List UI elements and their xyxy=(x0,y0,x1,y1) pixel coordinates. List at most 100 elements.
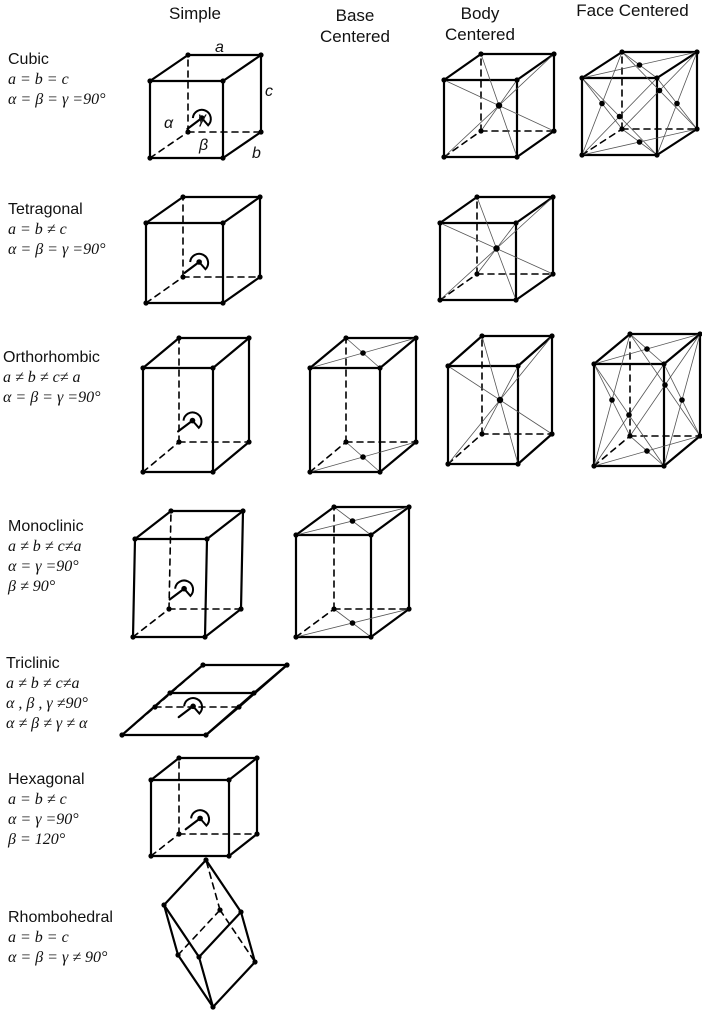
corner-atom xyxy=(200,662,206,668)
base-center-atom xyxy=(349,518,356,524)
angle-axis-line xyxy=(177,419,194,433)
cell-edge xyxy=(438,195,479,225)
corner-atom xyxy=(196,954,202,960)
face-center-atom xyxy=(674,100,680,107)
cell-edge xyxy=(133,509,173,541)
corner-atom xyxy=(180,194,186,200)
corner-atom xyxy=(167,690,173,696)
corner-atom xyxy=(406,606,412,612)
hidden-edge xyxy=(150,833,180,857)
cell-edge xyxy=(205,509,245,541)
angle-axis-line xyxy=(186,116,203,130)
cell-edge xyxy=(308,336,348,370)
system-param-line: β = 120° xyxy=(8,831,66,848)
corner-atom xyxy=(185,52,191,58)
system-param-line: β ≠ 90° xyxy=(8,578,56,595)
cell-edge xyxy=(515,52,556,82)
corner-atom xyxy=(654,75,660,81)
corner-atom xyxy=(694,126,700,132)
system-param-line: a ≠ b ≠ c≠ a xyxy=(3,369,81,386)
corner-atom xyxy=(513,220,519,226)
header-base-centered: Base Centered xyxy=(300,5,410,47)
corner-atom xyxy=(254,755,260,761)
corner-atom xyxy=(551,128,557,134)
cell-edge xyxy=(204,858,243,914)
corner-atom xyxy=(474,194,480,200)
cell-edge xyxy=(369,607,411,639)
corner-atom xyxy=(204,536,210,542)
corner-atom xyxy=(140,469,146,475)
corner-atom xyxy=(252,959,258,965)
cell-edge xyxy=(294,505,336,537)
cell-edge xyxy=(515,129,556,159)
corner-atom xyxy=(238,606,244,612)
corner-atom xyxy=(515,363,521,369)
corner-atom xyxy=(220,220,226,226)
axis-label-gamma: γ xyxy=(198,110,207,127)
corner-atom xyxy=(180,274,186,280)
corner-atom xyxy=(406,504,412,510)
orthorhombic-simple-cell xyxy=(140,335,252,475)
cell-edge xyxy=(221,275,262,305)
corner-atom xyxy=(240,508,246,514)
cell-edge xyxy=(592,332,632,366)
corner-atom xyxy=(654,152,660,158)
hidden-edge xyxy=(219,909,256,963)
cell-edge xyxy=(221,53,263,83)
face-center-atom xyxy=(679,397,685,403)
corner-atom xyxy=(550,271,556,277)
cell-edge xyxy=(197,955,215,1009)
label-cubic: Cubic a = b = c α = β = γ =90° xyxy=(8,50,105,110)
system-param-line: α = β = γ =90° xyxy=(3,389,101,406)
tetragonal-body-cell xyxy=(437,194,556,303)
corner-atom xyxy=(441,154,447,160)
corner-atom xyxy=(251,690,257,696)
face-center-atom xyxy=(616,113,623,120)
corner-atom xyxy=(246,439,252,445)
system-param-line: a ≠ b ≠ c≠a xyxy=(8,538,82,555)
cubic-body-cell xyxy=(441,51,557,160)
corner-atom xyxy=(413,335,419,341)
cell-edge xyxy=(162,903,180,957)
cell-edge xyxy=(516,334,554,368)
corner-atom xyxy=(627,433,633,439)
triclinic-simple-cell xyxy=(119,662,290,738)
corner-atom xyxy=(166,606,172,612)
base-center-atom xyxy=(349,620,356,626)
face-center-atom xyxy=(636,62,643,68)
system-name: Cubic xyxy=(8,51,49,68)
corner-atom xyxy=(220,155,226,161)
system-param-line: α = β = γ ≠ 90° xyxy=(8,949,108,966)
cell-edge xyxy=(203,537,209,639)
corner-atom xyxy=(148,777,154,783)
corner-atom xyxy=(377,469,383,475)
hidden-edge xyxy=(149,131,189,159)
system-param-line: a = b = c xyxy=(8,71,69,88)
corner-atom xyxy=(258,52,264,58)
corner-atom xyxy=(176,335,182,341)
face-center-atom xyxy=(626,412,632,418)
angle-axis-line xyxy=(184,817,202,831)
corner-atom xyxy=(474,271,480,277)
corner-atom xyxy=(619,126,625,132)
corner-atom xyxy=(515,461,521,467)
system-param-line: α = γ =90° xyxy=(8,811,79,828)
cell-edge xyxy=(203,607,243,639)
corner-atom xyxy=(343,439,349,445)
hidden-edge xyxy=(177,909,221,956)
corner-atom xyxy=(147,155,153,161)
corner-atom xyxy=(203,857,209,863)
corner-atom xyxy=(697,433,702,439)
base-center-atom xyxy=(360,350,366,356)
system-name: Rhombohedral xyxy=(8,909,113,926)
face-center-atom xyxy=(636,139,643,145)
corner-atom xyxy=(226,853,232,859)
label-tetragonal: Tetragonal a = b ≠ c α = β = γ =90° xyxy=(8,200,105,260)
orthorhombic-base-cell xyxy=(307,335,419,475)
cell-edge xyxy=(662,332,702,366)
cell-edge xyxy=(227,832,259,858)
corner-atom xyxy=(479,431,485,437)
cell-edge xyxy=(148,53,190,83)
corner-atom xyxy=(217,907,223,913)
